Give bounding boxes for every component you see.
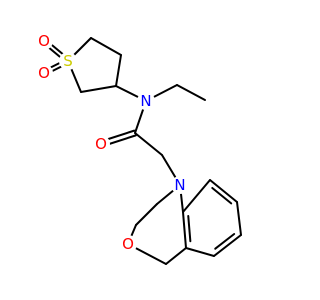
bond-c3-c4 [115, 54, 122, 87]
bond-cb-c13 [165, 247, 187, 265]
bond-c11-c12-inner [214, 232, 236, 250]
bond-c11-c12 [213, 234, 242, 257]
atom-n-amide: N [137, 92, 155, 110]
amide-nitrogen-label: N [140, 92, 151, 110]
atom-o2: O [35, 64, 53, 82]
carbonyl-oxygen-label: O [95, 135, 107, 153]
bond-c14-c9 [182, 179, 211, 213]
ring-nitrogen-label: N [174, 176, 185, 194]
atom-o-ring: O [119, 235, 137, 253]
sulfonyl-oxygen-label-top: O [38, 32, 50, 50]
bond-c13-c14-inner [187, 215, 192, 243]
atom-layer: S O O N O N O [35, 32, 189, 253]
bond-c13-c14 [182, 211, 187, 249]
bond-ca1-ca2 [135, 203, 158, 226]
bond-carbonyl-ch2 [134, 132, 163, 156]
sulfur-label: S [63, 52, 73, 70]
bond-c2-c3 [90, 37, 122, 56]
bond-c9-c10-inner [211, 186, 233, 205]
atom-s1: S [59, 52, 77, 70]
atom-o1: O [35, 32, 53, 50]
atom-n-ring: N [171, 176, 189, 194]
molecule-diagram: S O O N O N O [35, 32, 242, 265]
sulfonyl-oxygen-label-bottom: O [38, 64, 50, 82]
atom-o-carbonyl: O [92, 135, 110, 153]
bond-ethyl1-ethyl2 [176, 84, 206, 101]
bond-c12-c13 [185, 247, 215, 257]
bond-c4-c5 [80, 85, 117, 93]
bond-layer [41, 37, 242, 265]
bond-c10-c11 [236, 201, 242, 236]
ring-oxygen-label: O [122, 235, 134, 253]
structure-canvas: S O O N O N O [35, 32, 242, 265]
bond-c9-c10 [209, 179, 238, 203]
